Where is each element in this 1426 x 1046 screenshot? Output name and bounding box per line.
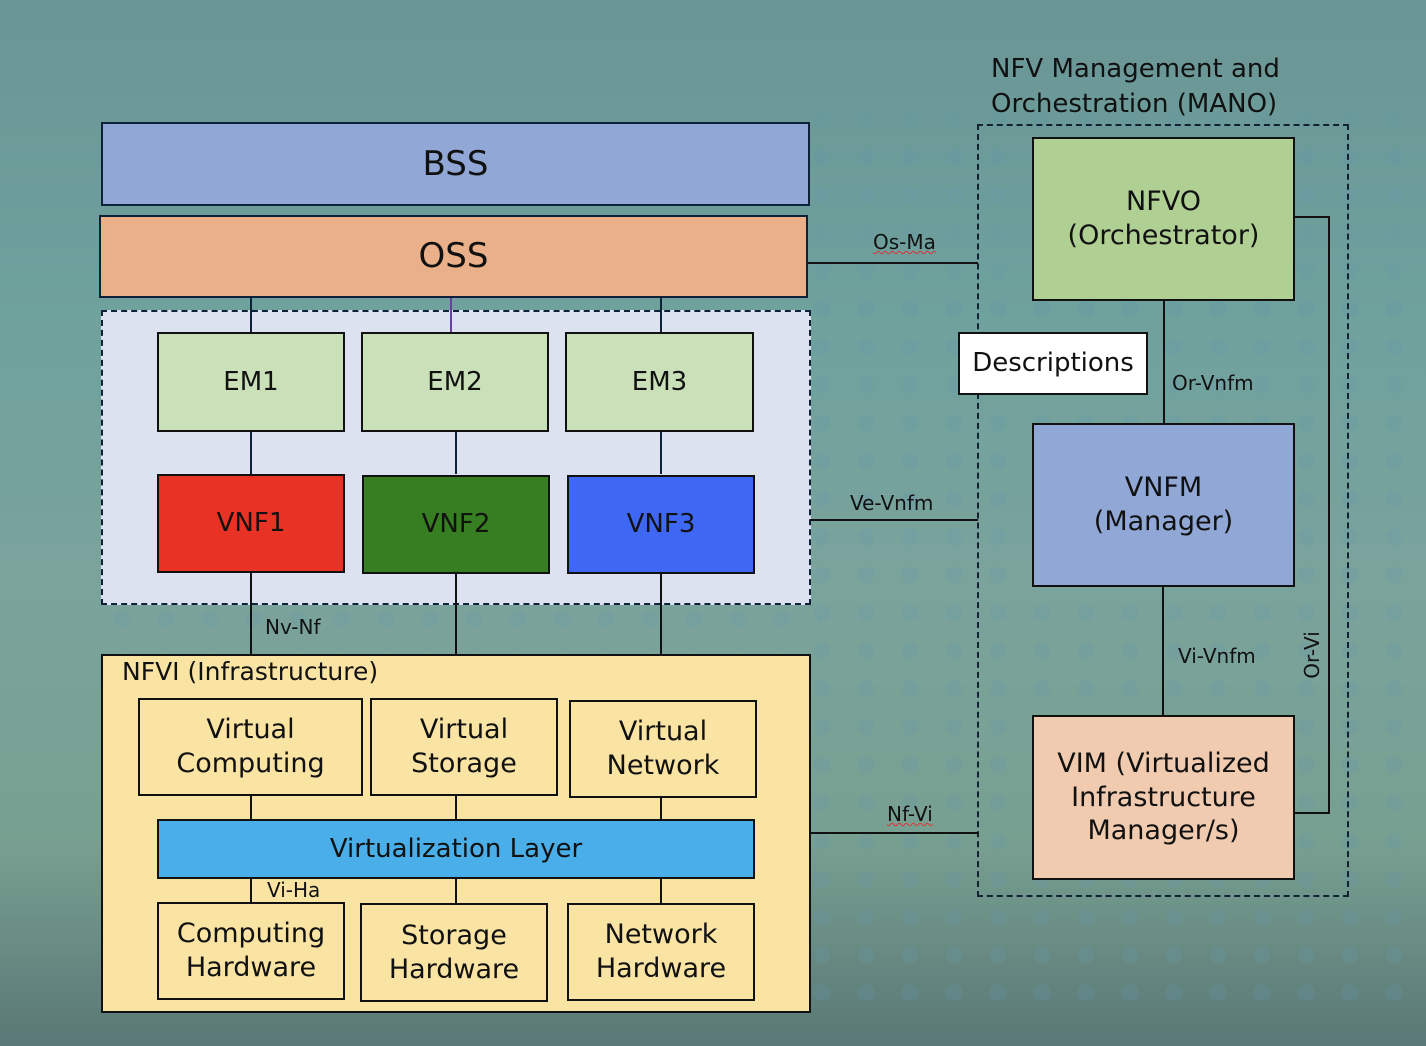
virtualization-layer-label: Virtualization Layer <box>329 833 583 864</box>
layer-shw-connector <box>455 879 457 904</box>
vim-line3: Manager/s) <box>1087 815 1240 847</box>
ref-point-vi-ha: Vi-Ha <box>267 878 321 902</box>
storage-hardware-line1: Storage <box>401 919 507 951</box>
vim-line2: Infrastructure <box>1071 781 1256 813</box>
vnf2-nfvi-connector <box>455 574 457 655</box>
network-hardware-line1: Network <box>604 919 718 951</box>
computing-hardware-line2: Hardware <box>185 952 317 983</box>
mano-title-line2: Orchestration (MANO) <box>991 89 1278 119</box>
em2-label: EM2 <box>427 366 483 397</box>
layer-nhw-connector <box>660 879 662 904</box>
vnf2-box[interactable]: VNF2 <box>362 475 550 574</box>
nfvo-line1: NFVO <box>1126 186 1201 218</box>
ref-point-nv-nf: Nv-Nf <box>265 615 321 639</box>
oss-box[interactable]: OSS <box>99 215 808 298</box>
nfvo-box[interactable]: NFVO(Orchestrator) <box>1032 137 1295 301</box>
or-vnfm-connector <box>1163 301 1165 424</box>
os-ma-connector <box>808 262 978 264</box>
em3-vnf3-connector <box>660 432 662 474</box>
vstorage-layer-connector <box>455 796 457 820</box>
virtual-network-line1: Virtual <box>618 716 708 748</box>
descriptions-box[interactable]: Descriptions <box>958 332 1148 395</box>
bss-box[interactable]: BSS <box>101 122 810 206</box>
virtualization-layer-box[interactable]: Virtualization Layer <box>157 819 755 879</box>
em2-vnf2-connector <box>455 432 457 474</box>
em1-vnf1-connector <box>250 432 252 474</box>
vnf3-nfvi-connector <box>660 574 662 655</box>
virtual-computing-line1: Virtual <box>206 714 295 746</box>
layer-chw-connector <box>250 879 252 903</box>
vnf1-label: VNF1 <box>216 508 286 539</box>
ref-point-nf-vi: Nf-Vi <box>887 802 933 826</box>
em1-box[interactable]: EM1 <box>157 332 345 432</box>
em3-box[interactable]: EM3 <box>565 332 754 432</box>
or-vi-connector-bottom <box>1295 812 1330 814</box>
vnf2-label: VNF2 <box>421 509 491 540</box>
computing-hardware-line1: Computing <box>176 918 326 950</box>
vim-line1: VIM (Virtualized <box>1057 747 1270 779</box>
ref-point-ve-vnfm: Ve-Vnfm <box>850 491 934 515</box>
mano-container <box>977 124 1349 897</box>
oss-label: OSS <box>418 236 489 277</box>
virtual-storage-line1: Virtual <box>419 714 509 746</box>
vi-vnfm-connector <box>1162 587 1164 716</box>
nfvo-line2: (Orchestrator) <box>1067 220 1260 251</box>
ref-point-os-ma: Os-Ma <box>873 230 936 254</box>
em3-label: EM3 <box>631 366 688 397</box>
ref-point-or-vnfm: Or-Vnfm <box>1172 371 1254 395</box>
ref-point-or-vi: Or-Vi <box>1299 631 1324 679</box>
vnf1-box[interactable]: VNF1 <box>157 474 345 573</box>
oss-em3-connector <box>660 298 662 333</box>
ve-vnfm-connector <box>810 519 978 521</box>
mano-title: NFV Management and Orchestration (MANO) <box>991 52 1280 122</box>
oss-em2-connector <box>450 298 452 333</box>
em1-label: EM1 <box>223 366 279 397</box>
network-hardware-line2: Hardware <box>595 953 727 984</box>
vnfm-line2: (Manager) <box>1093 506 1234 537</box>
vnfm-box[interactable]: VNFM(Manager) <box>1032 423 1295 587</box>
storage-hardware-line2: Hardware <box>388 953 520 985</box>
virtual-storage-line2: Storage <box>411 748 517 779</box>
vnf1-nfvi-connector <box>250 573 252 655</box>
mano-title-line1: NFV Management and <box>991 54 1280 84</box>
descriptions-label: Descriptions <box>972 348 1134 379</box>
vnetwork-layer-connector <box>660 798 662 820</box>
vcompute-layer-connector <box>250 796 252 820</box>
bss-label: BSS <box>422 143 489 184</box>
em2-box[interactable]: EM2 <box>361 332 549 432</box>
nfvi-title: NFVI (Infrastructure) <box>122 657 379 686</box>
oss-em1-connector <box>250 298 252 333</box>
virtual-network-line2: Network <box>606 750 720 781</box>
background-dot-pattern-lower <box>100 600 820 650</box>
vnf3-box[interactable]: VNF3 <box>567 475 755 574</box>
or-vi-connector-vertical <box>1328 216 1330 814</box>
ref-point-vi-vnfm: Vi-Vnfm <box>1178 644 1256 668</box>
or-vi-connector-top <box>1295 216 1330 218</box>
nf-vi-connector <box>810 832 978 834</box>
vnfm-line1: VNFM <box>1124 472 1203 504</box>
vnf3-label: VNF3 <box>626 509 696 540</box>
virtual-computing-line2: Computing <box>176 748 325 779</box>
